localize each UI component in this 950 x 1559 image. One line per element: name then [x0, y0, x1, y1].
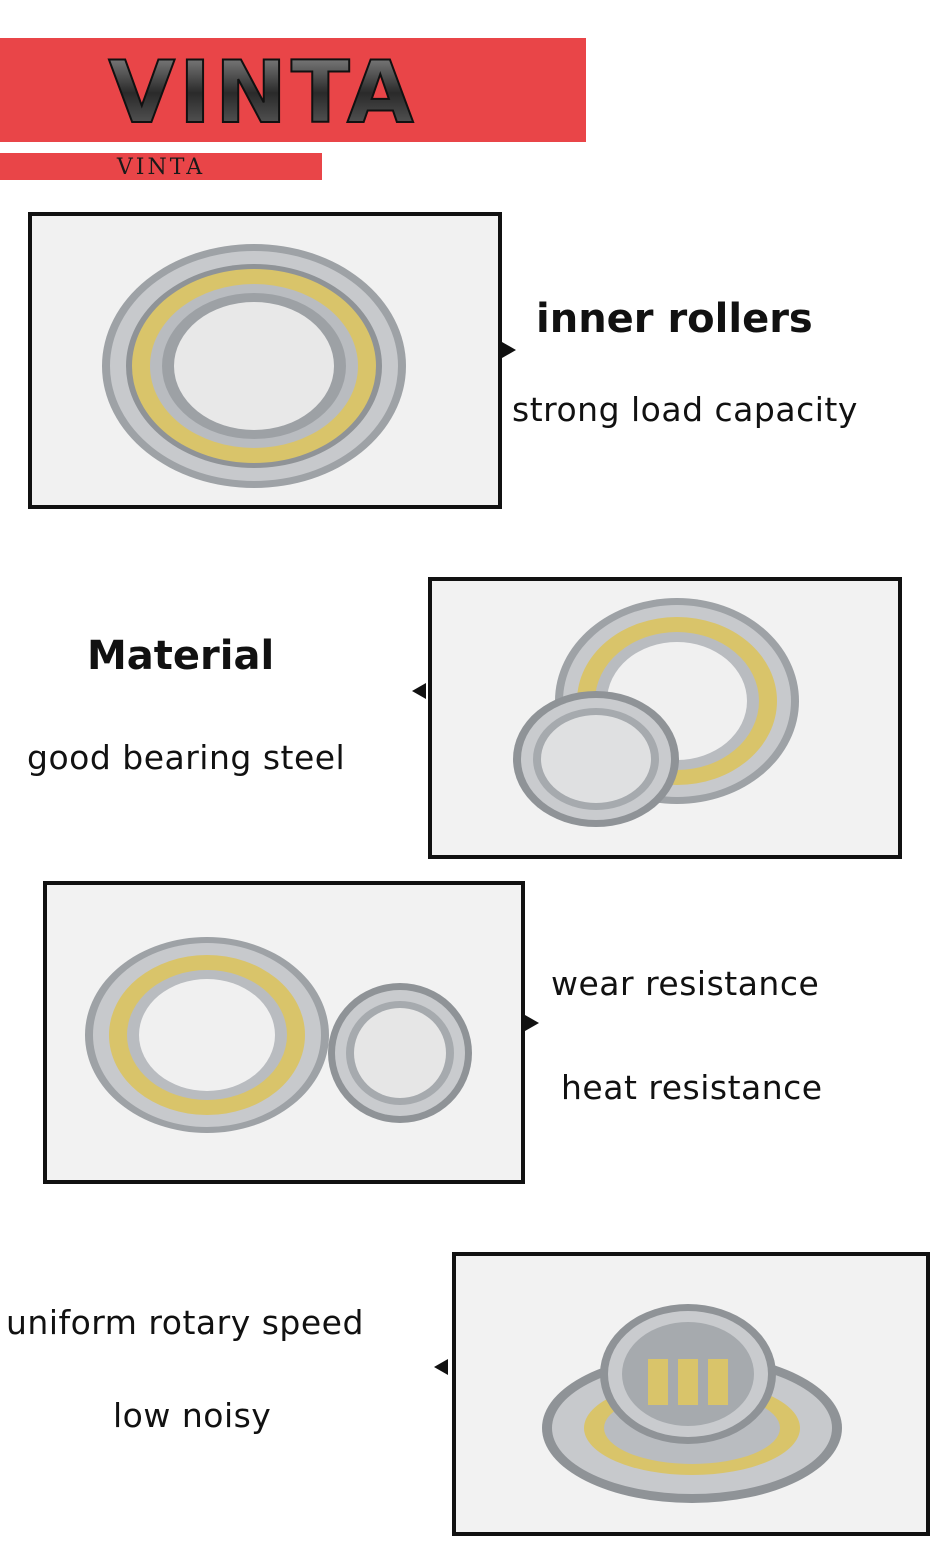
brand-sub-text: VINTA — [116, 155, 206, 180]
pointer-arrow — [412, 683, 426, 699]
brand-sub-banner — [0, 153, 322, 180]
feature-text-bearing-steel: good bearing steel — [27, 738, 346, 777]
svg-text:VINTA: VINTA — [108, 50, 417, 132]
feature-text-low-noisy: low noisy — [113, 1396, 272, 1435]
pointer-arrow — [525, 1015, 539, 1031]
brand-logo: VINTA — [78, 42, 448, 144]
feature-text-heat-resistance: heat resistance — [561, 1068, 823, 1107]
bearing-photo-2 — [428, 577, 902, 859]
feature-title-inner-rollers: inner rollers — [536, 296, 813, 342]
feature-title-material: Material — [87, 633, 275, 679]
bearing-photo-1 — [28, 212, 502, 509]
feature-text-load-capacity: strong load capacity — [512, 390, 858, 429]
feature-text-rotary-speed: uniform rotary speed — [6, 1303, 364, 1342]
pointer-arrow — [434, 1359, 448, 1375]
bearing-photo-4 — [452, 1252, 930, 1536]
brand-banner — [0, 38, 586, 142]
bearing-photo-3 — [43, 881, 525, 1184]
feature-text-wear-resistance: wear resistance — [551, 964, 820, 1003]
pointer-arrow — [502, 342, 516, 358]
